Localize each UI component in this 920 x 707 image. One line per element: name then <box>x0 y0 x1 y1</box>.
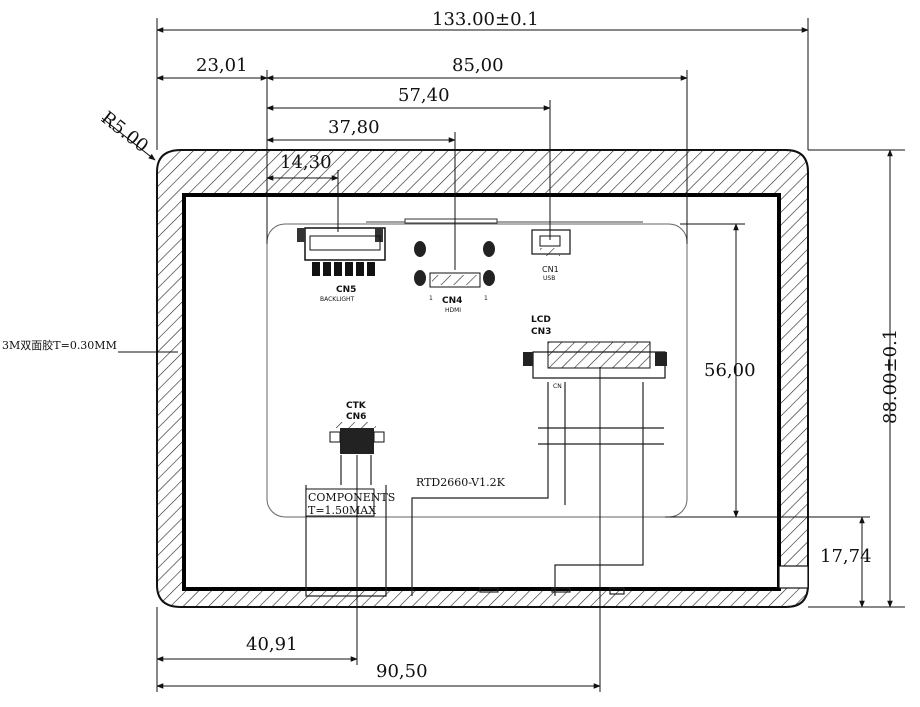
components-text-2: T=1.50MAX <box>308 504 376 517</box>
cn3-label: CN3 <box>531 327 551 337</box>
dim-56: 56,00 <box>704 360 756 381</box>
dimension-lines <box>101 18 905 692</box>
cn4-pin1-right: 1 <box>484 295 488 302</box>
dim-90: 90,50 <box>376 661 428 682</box>
cn4-connector <box>414 241 495 288</box>
cn5-connector <box>297 227 386 276</box>
dim-overall-height: 88.00±0.1 <box>880 329 901 424</box>
lcd-label: LCD <box>531 315 551 325</box>
active-area <box>266 223 688 518</box>
dim-14: 14,30 <box>280 152 332 173</box>
dim-23: 23,01 <box>196 55 248 76</box>
cn1-label: CN1 <box>542 265 559 274</box>
dim-57: 57,40 <box>398 85 450 106</box>
cn5-sublabel: BACKLIGHT <box>320 296 355 303</box>
cn4-pin1-left: 1 <box>429 295 433 302</box>
dim-40: 40,91 <box>246 634 298 655</box>
cn4-sublabel: HDMI <box>445 307 461 314</box>
outer-frame <box>156 149 809 608</box>
dim-85: 85,00 <box>452 55 504 76</box>
dim-overall-width: 133.00±0.1 <box>432 9 539 30</box>
dim-37: 37,80 <box>328 117 380 138</box>
board-name: RTD2660-V1.2K <box>416 476 506 489</box>
cn3-connector <box>523 341 667 379</box>
components-box <box>305 488 375 517</box>
cn6-connector <box>329 422 385 454</box>
dim-17: 17,74 <box>820 546 872 567</box>
cn6-label: CN6 <box>346 412 366 422</box>
cn4-label: CN4 <box>442 296 462 306</box>
cn5-label: CN5 <box>336 285 356 295</box>
dim-radius: R5.00 <box>97 107 152 157</box>
tape-label: 3M双面胶T=0.30MM <box>2 338 117 352</box>
cn1-sublabel: USB <box>543 275 555 282</box>
cn3-pin-label: CN <box>553 383 562 390</box>
flex-cables <box>305 382 664 597</box>
ctk-label: CTK <box>346 401 367 411</box>
components-text-1: COMPONENTS <box>308 491 395 504</box>
